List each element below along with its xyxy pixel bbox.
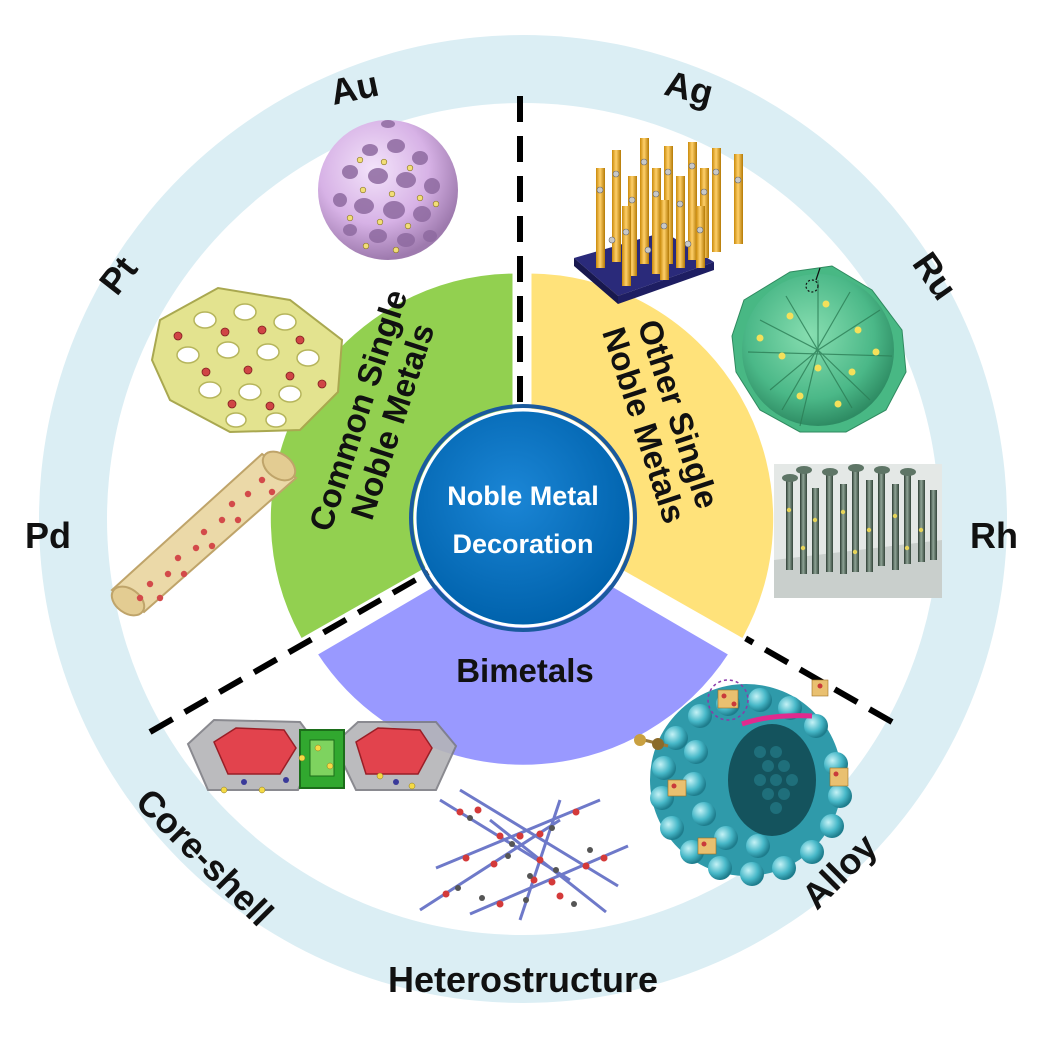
alloy-hollow-sphere <box>634 679 852 886</box>
sector-bimetals <box>313 531 733 768</box>
label-pd: Pd <box>25 515 71 556</box>
core-shell-hexagonal-particles <box>186 718 458 794</box>
center-disc-rim <box>409 404 637 632</box>
ag-nanorod-array <box>574 138 743 304</box>
center-disc <box>413 408 633 628</box>
bimetals-label: Bimetals <box>456 652 594 689</box>
center-label-line2: Decoration <box>452 529 593 559</box>
divider-lower-left <box>148 565 438 735</box>
center-label-line1: Noble Metal <box>447 481 599 511</box>
label-rh: Rh <box>970 515 1018 556</box>
au-porous-sphere <box>318 120 458 260</box>
label-heterostructure: Heterostructure <box>388 959 658 1000</box>
sector-dividers <box>148 96 894 735</box>
divider-lower-right <box>610 559 894 725</box>
pt-porous-framework <box>150 286 344 434</box>
rh-nanowire-forest <box>774 464 942 598</box>
heterostructure-particles <box>442 806 608 908</box>
label-au: Au <box>327 63 382 113</box>
ru-nanoflower-sphere <box>731 265 907 433</box>
pd-nanotube <box>110 450 298 617</box>
